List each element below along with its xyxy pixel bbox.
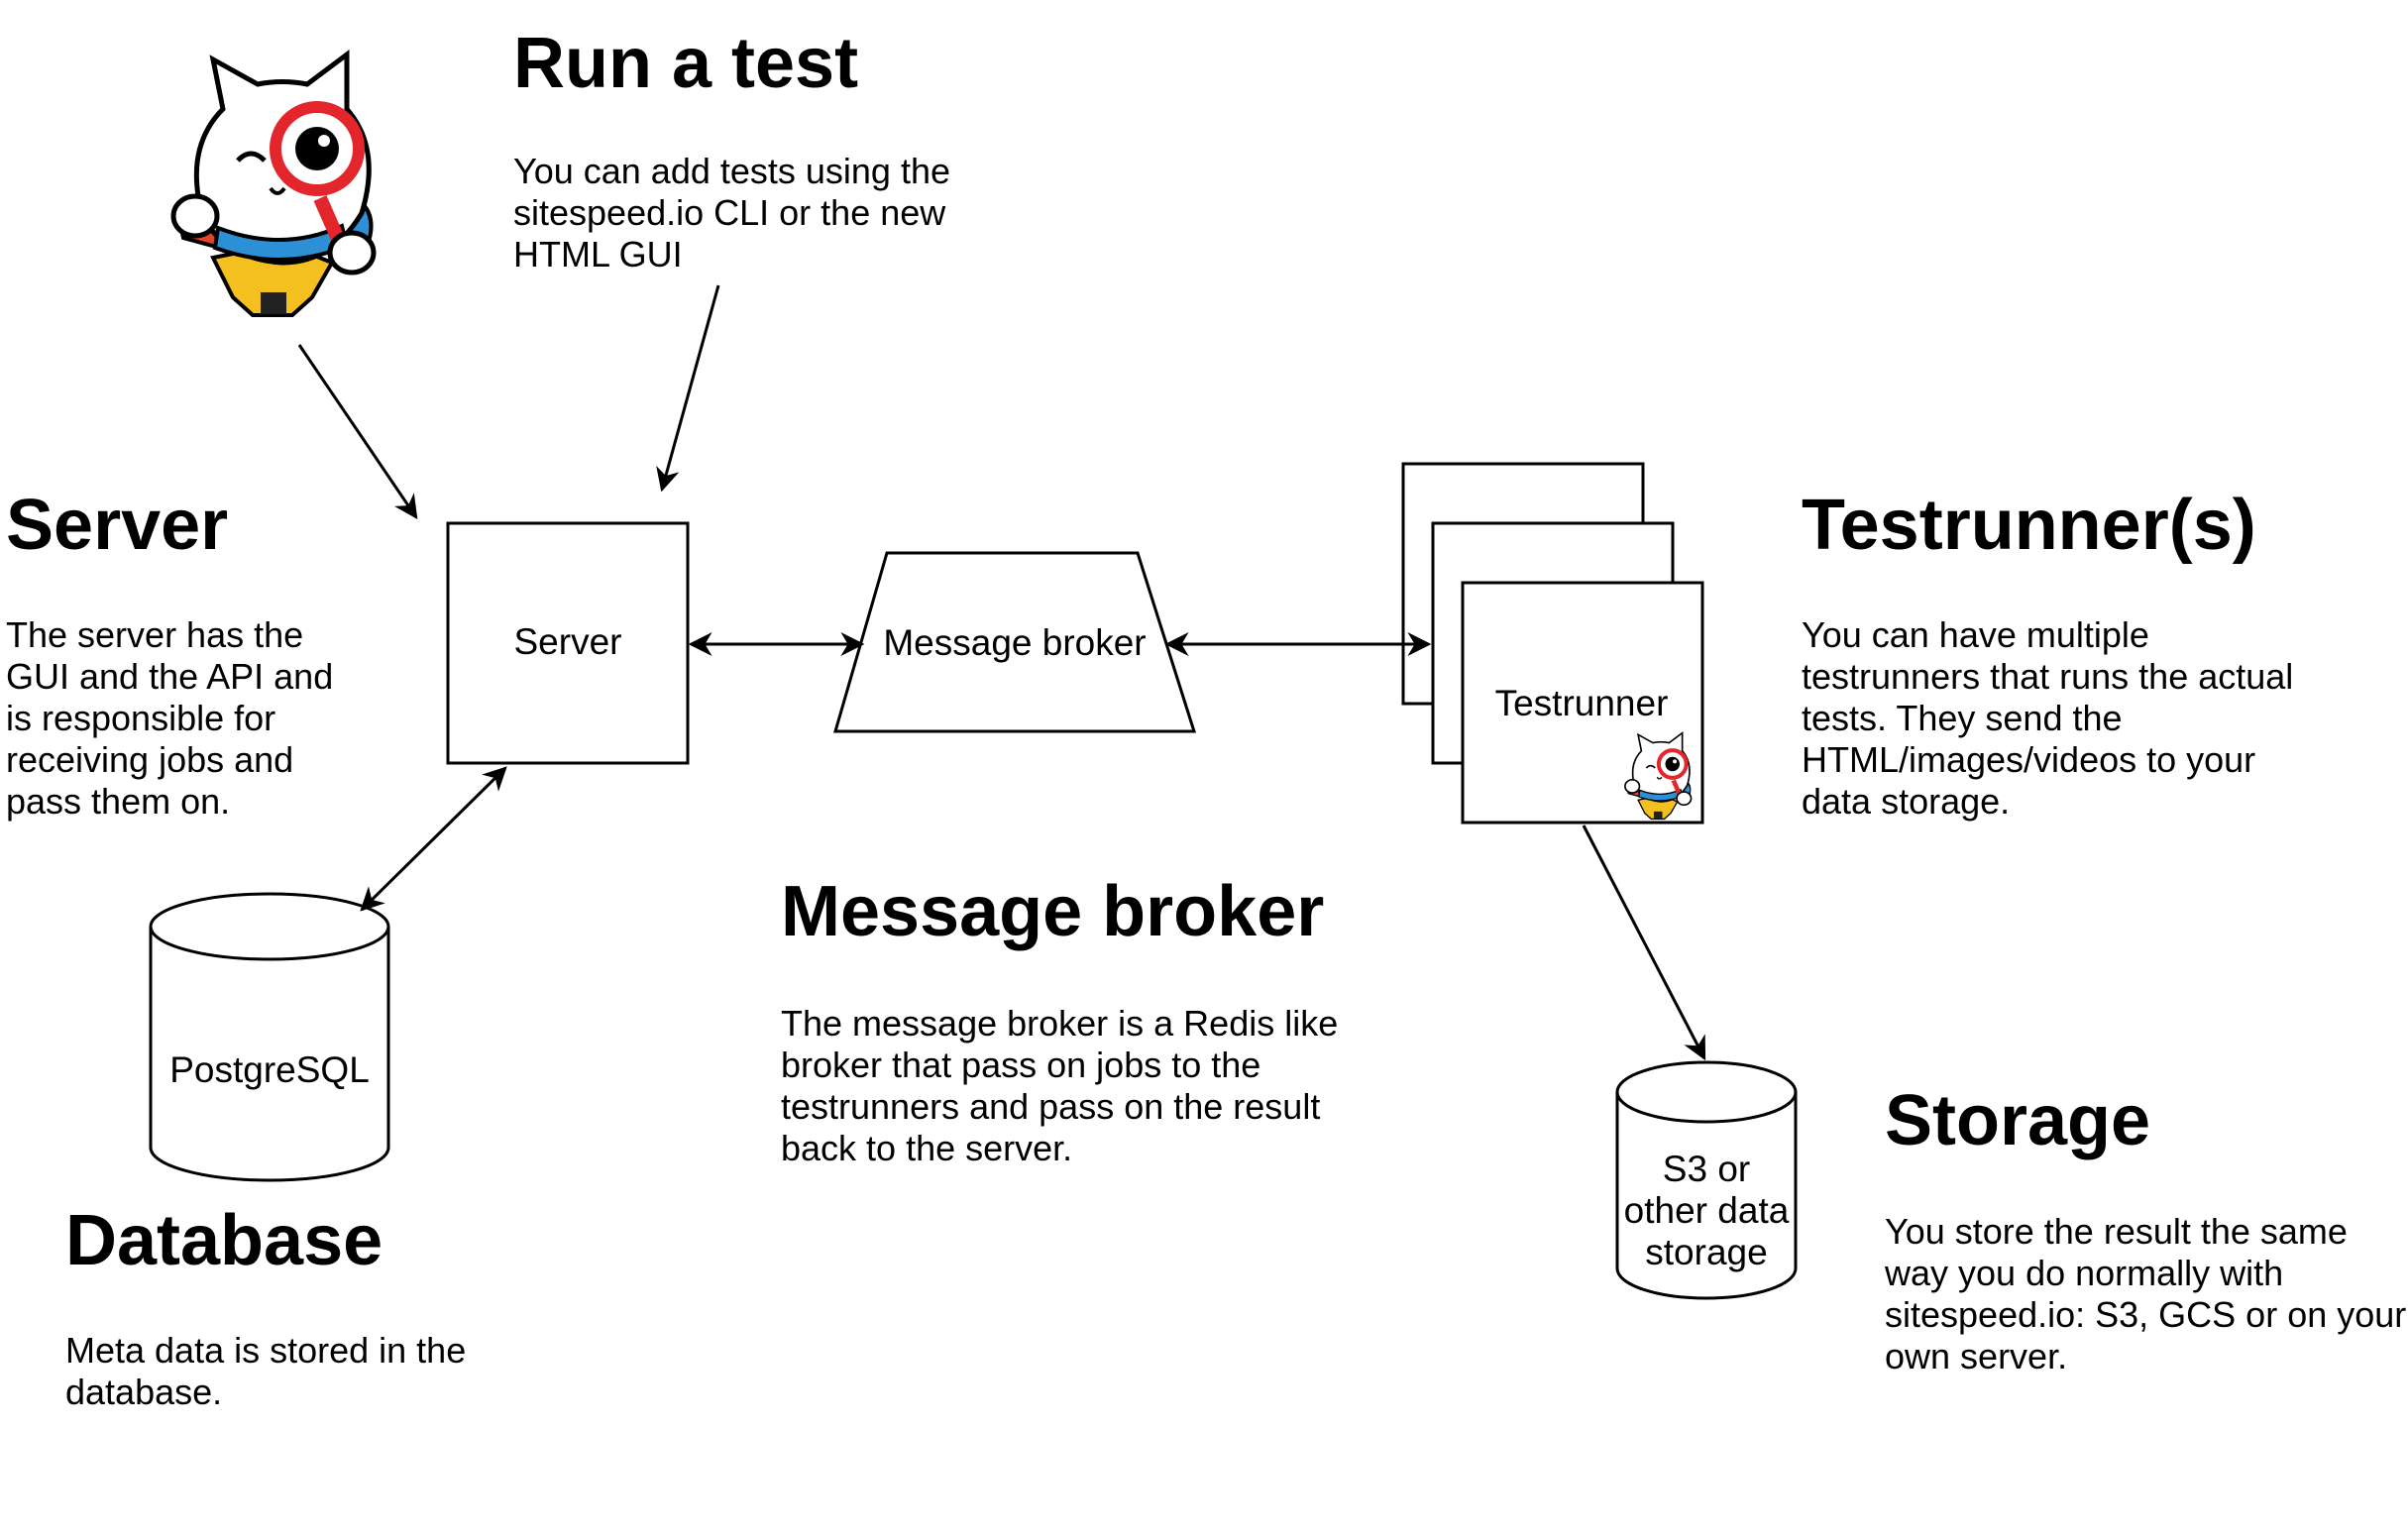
arrow-run-test-to-server	[656, 284, 720, 493]
server-text: The server has the GUI and the API and i…	[6, 614, 334, 822]
arrow-server-database	[360, 766, 507, 912]
broker-heading: Message broker	[781, 872, 1325, 951]
sitespeed-mascot-icon	[173, 55, 374, 315]
testrunner-node-label: Testrunner	[1495, 683, 1669, 723]
storage-node-label-1: S3 or	[1663, 1149, 1750, 1189]
broker-node-label: Message broker	[883, 622, 1146, 663]
arrow-testrunner-storage	[1582, 825, 1706, 1061]
database-text: Meta data is stored in the database.	[65, 1330, 467, 1412]
testrunners-text: You can have multiple testrunners that r…	[1802, 614, 2294, 822]
storage-node-label-2: other data	[1624, 1190, 1790, 1231]
storage-node-label-3: storage	[1645, 1232, 1767, 1272]
postgres-node-label: PostgreSQL	[169, 1049, 370, 1090]
server-node	[446, 521, 690, 765]
server-heading: Server	[6, 486, 229, 565]
run-test-text: You can add tests using the sitespeed.io…	[513, 151, 950, 275]
server-node-label: Server	[514, 621, 622, 662]
storage-node	[1615, 1060, 1798, 1300]
storage-text: You store the result the same way you do…	[1885, 1211, 2407, 1376]
broker-node	[833, 551, 1197, 733]
broker-text: The message broker is a Redis like broke…	[781, 1003, 1339, 1168]
run-test-heading: Run a test	[513, 24, 859, 103]
testrunners-heading: Testrunner(s)	[1802, 486, 2256, 565]
arrow-mascot-to-server	[297, 344, 418, 519]
postgres-node	[149, 892, 390, 1182]
database-heading: Database	[65, 1201, 383, 1280]
storage-heading: Storage	[1885, 1081, 2151, 1160]
